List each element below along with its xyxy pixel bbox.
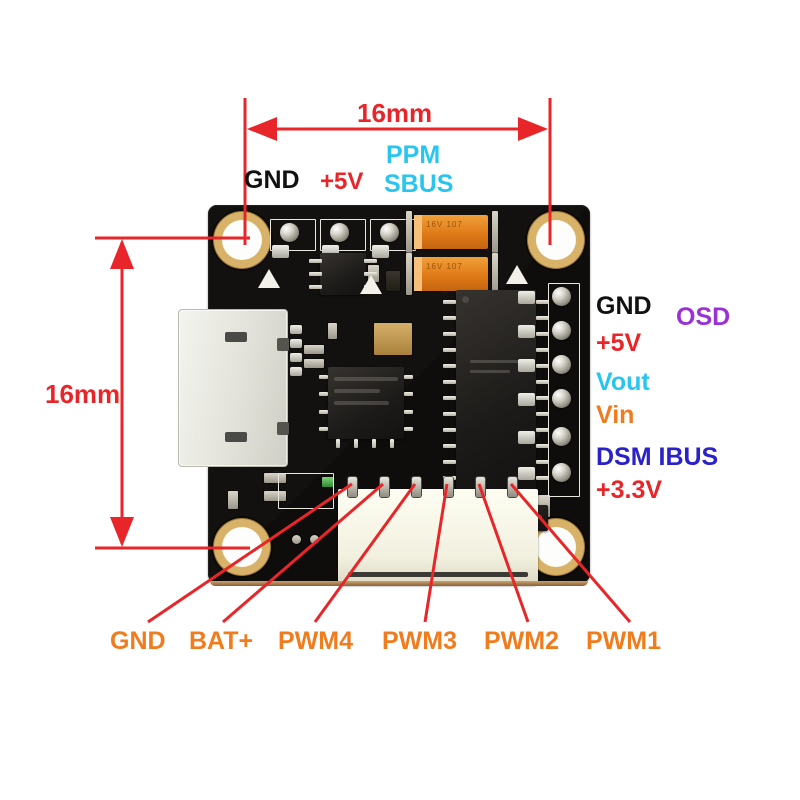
usb-pin-pad bbox=[290, 367, 302, 376]
label-5v-top: +5V bbox=[320, 168, 364, 195]
usb-pin-pad bbox=[290, 353, 302, 362]
orientation-arrow-icon bbox=[360, 275, 382, 294]
chip-pins bbox=[443, 300, 456, 480]
dimension-width-label: 16mm bbox=[357, 98, 433, 128]
label-pwm4: PWM4 bbox=[278, 627, 353, 655]
dimension-height-label: 16mm bbox=[45, 379, 121, 409]
pcb-trace bbox=[406, 211, 412, 253]
mounting-hole-top-right bbox=[536, 220, 576, 260]
smd-resistor bbox=[328, 323, 337, 339]
usb-shell-tab bbox=[225, 432, 247, 442]
usb-pin-pad bbox=[290, 339, 302, 348]
solder-pad bbox=[272, 245, 289, 258]
connector-pin-bat bbox=[380, 477, 389, 497]
pad-3v3 bbox=[552, 463, 571, 482]
status-led bbox=[322, 477, 334, 487]
white-jst-connector bbox=[338, 489, 538, 585]
label-3v3: +3.3V bbox=[596, 476, 663, 504]
pcb-trace bbox=[406, 253, 412, 295]
usb-micro-connector[interactable] bbox=[178, 309, 289, 467]
capacitor-marking: 16V 107 bbox=[426, 262, 463, 271]
pad-vin bbox=[552, 389, 571, 408]
via bbox=[292, 535, 301, 544]
chip-pins bbox=[309, 259, 322, 289]
chip-pins bbox=[404, 375, 413, 431]
usb-solder-tab bbox=[277, 338, 289, 351]
tantalum-capacitor-2: 16V 107 bbox=[414, 257, 488, 291]
label-osd: OSD bbox=[676, 303, 731, 331]
solder-pad bbox=[518, 467, 535, 480]
chip-pin1-marker bbox=[462, 296, 469, 303]
label-sbus: SBUS bbox=[384, 170, 454, 198]
connector-pin-pwm1 bbox=[508, 477, 517, 497]
tantalum-capacitor-1: 16V 107 bbox=[414, 215, 488, 249]
usb-solder-tab bbox=[277, 422, 289, 435]
silkscreen-box bbox=[270, 219, 316, 251]
label-gnd-right: GND bbox=[596, 292, 652, 320]
solder-pad bbox=[518, 291, 535, 304]
silkscreen-box bbox=[278, 473, 334, 509]
solder-pad bbox=[518, 359, 535, 372]
orientation-arrow-icon bbox=[258, 269, 280, 288]
chip-pins bbox=[319, 375, 328, 431]
smd-resistor bbox=[304, 345, 324, 354]
label-gnd-top: GND bbox=[244, 166, 300, 194]
smd-capacitor bbox=[228, 491, 238, 509]
via bbox=[310, 535, 319, 544]
capacitor-marking: 16V 107 bbox=[426, 220, 463, 229]
connector-pin-gnd bbox=[348, 477, 357, 497]
smd-resistor bbox=[264, 473, 286, 483]
silkscreen-box bbox=[320, 219, 366, 251]
connector-pin-pwm4 bbox=[412, 477, 421, 497]
gyro-chip bbox=[319, 367, 413, 448]
mcu-chip bbox=[443, 290, 549, 490]
usb-shell-tab bbox=[225, 332, 247, 342]
mounting-hole-top-left bbox=[222, 220, 262, 260]
label-vin: Vin bbox=[596, 401, 635, 429]
pcb-trace bbox=[492, 253, 498, 295]
pad-5v bbox=[552, 321, 571, 340]
flight-controller-board: 16V 107 16V 107 bbox=[178, 205, 590, 586]
label-ppm: PPM bbox=[386, 141, 441, 169]
chip-marking bbox=[334, 401, 389, 405]
pcb-trace bbox=[492, 211, 498, 253]
chip-marking bbox=[470, 370, 510, 373]
label-bat-plus: BAT+ bbox=[189, 627, 254, 655]
label-vout: Vout bbox=[596, 368, 650, 396]
solder-pad bbox=[280, 223, 299, 242]
mounting-hole-bottom-right bbox=[536, 527, 576, 567]
chip-marking bbox=[334, 389, 380, 393]
label-dsm-ibus: DSM IBUS bbox=[596, 443, 719, 471]
crystal-oscillator bbox=[374, 323, 412, 355]
smd-resistor bbox=[304, 359, 324, 368]
usb-pin-pad bbox=[290, 325, 302, 334]
chip-pins bbox=[536, 300, 549, 480]
connector-pin-pwm3 bbox=[444, 477, 453, 497]
mounting-hole-bottom-left bbox=[222, 527, 262, 567]
solder-pad bbox=[330, 223, 349, 242]
solder-pad bbox=[518, 325, 535, 338]
chip-marking bbox=[470, 360, 522, 363]
solder-pad bbox=[372, 245, 389, 258]
connector-slot bbox=[348, 572, 528, 577]
smd-capacitor bbox=[386, 271, 400, 291]
label-pwm3: PWM3 bbox=[382, 627, 457, 655]
solder-pad bbox=[518, 393, 535, 406]
solder-pad bbox=[518, 431, 535, 444]
label-5v-right: +5V bbox=[596, 329, 642, 357]
pad-gnd bbox=[552, 287, 571, 306]
chip-marking bbox=[334, 377, 398, 381]
label-gnd-bottom: GND bbox=[110, 627, 166, 655]
connector-pin-pwm2 bbox=[476, 477, 485, 497]
orientation-arrow-icon bbox=[506, 265, 528, 284]
pad-vout bbox=[552, 355, 571, 374]
label-pwm1: PWM1 bbox=[586, 627, 661, 655]
solder-pad bbox=[380, 223, 399, 242]
label-pwm2: PWM2 bbox=[484, 627, 559, 655]
chip-pins bbox=[336, 439, 394, 448]
pad-dsm-ibus bbox=[552, 427, 571, 446]
